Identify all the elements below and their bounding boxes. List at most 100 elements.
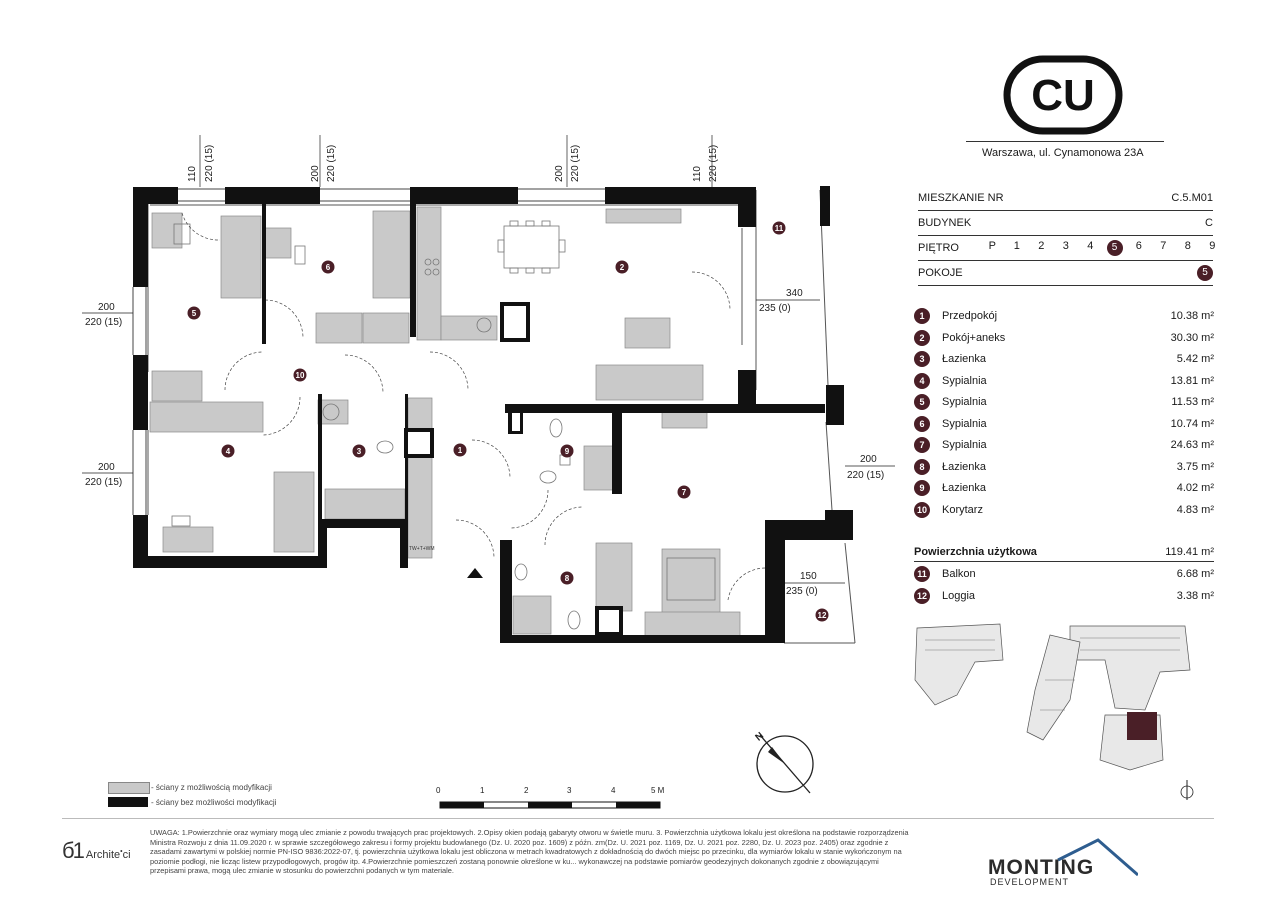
scale-tick-0: 0	[436, 786, 441, 795]
room-number: 2	[914, 329, 930, 346]
floor-6: 6	[1135, 240, 1142, 252]
dim-left-upper-a: 200	[98, 302, 115, 313]
svg-text:2: 2	[620, 263, 625, 272]
room-name: Przedpokój	[942, 310, 998, 322]
room-number: 9	[914, 480, 930, 496]
room-marker-3: 3	[352, 444, 366, 458]
room-area: 4.83 m²	[1176, 503, 1214, 516]
room-marker-1: 1	[453, 443, 467, 457]
svg-text:4: 4	[226, 447, 231, 456]
architect-mark-icon: б1	[62, 838, 85, 863]
dimension-ticks	[82, 135, 895, 584]
room-number: 7	[914, 437, 930, 453]
room-number: 4	[914, 372, 930, 389]
rooms-count-label: POKOJE	[918, 267, 963, 279]
developer-name: MONTING	[988, 856, 1095, 879]
address: Warszawa, ul. Cynamonowa 23A	[982, 147, 1144, 159]
room-name: Pokój+aneks	[942, 331, 1006, 344]
room-name: Korytarz	[942, 503, 983, 516]
svg-text:1: 1	[458, 446, 463, 455]
apartment-number-row: MIESZKANIE NR C.5.M01	[918, 186, 1213, 211]
floor-9: 9	[1209, 240, 1216, 252]
rooms-count-row: POKOJE 5	[918, 261, 1213, 286]
room-marker-8: 8	[560, 571, 574, 585]
room-marker-9: 9	[560, 444, 574, 458]
apartment-number-value: C.5.M01	[1171, 192, 1213, 204]
floor-4: 4	[1087, 240, 1094, 252]
room-row: 10 Korytarz 4.83 m²	[914, 500, 1214, 520]
door-swings	[181, 212, 767, 601]
dim-loggia-b: 235 (0)	[786, 586, 818, 597]
room-number: 3	[914, 351, 930, 367]
room-number: 6	[914, 415, 930, 432]
dim-top-1b: 220 (15)	[204, 145, 215, 182]
logo-underline	[966, 141, 1164, 142]
dim-top-3b: 220 (15)	[570, 145, 581, 182]
room-area: 10.38 m²	[1170, 310, 1214, 322]
room-area: 30.30 m²	[1170, 331, 1214, 344]
room-area: 24.63 m²	[1170, 439, 1214, 451]
room-name: Sypialnia	[942, 439, 987, 451]
room-marker-6: 6	[321, 260, 335, 274]
dim-left-lower-b: 220 (15)	[85, 477, 122, 488]
compass: N	[753, 730, 814, 794]
building-row: BUDYNEK C	[918, 211, 1213, 236]
dim-balcony-b: 235 (0)	[759, 303, 791, 314]
svg-text:9: 9	[565, 447, 570, 456]
room-number: 1	[914, 308, 930, 324]
room-name: Loggia	[942, 589, 976, 602]
room-marker-10: 10	[293, 368, 307, 382]
floor-P: P	[988, 240, 996, 252]
room-name: Łazienka	[942, 482, 987, 494]
svg-text:10: 10	[296, 371, 305, 380]
room-area: 13.81 m²	[1170, 374, 1214, 387]
svg-text:6: 6	[326, 263, 331, 272]
room-area: 11.53 m²	[1171, 396, 1214, 408]
scale-tick-4: 4	[611, 786, 616, 795]
rooms-count-value: 5	[1197, 265, 1213, 281]
furniture-outlines	[171, 220, 716, 630]
svg-text:8: 8	[565, 574, 570, 583]
room-name: Łazienka	[942, 460, 987, 473]
footer-divider	[62, 818, 1214, 819]
dim-top-2a: 200	[310, 165, 321, 182]
dim-top-1a: 110	[187, 166, 198, 182]
logo-text: CU	[1031, 71, 1095, 120]
scale-tick-1: 1	[480, 786, 485, 795]
room-marker-4: 4	[221, 444, 235, 458]
architect-name-tail: ci	[122, 849, 131, 861]
room-name: Sypialnia	[942, 374, 987, 387]
architect-name: Archite	[85, 849, 121, 861]
room-area: 3.75 m²	[1176, 460, 1214, 473]
wall-holes	[408, 306, 619, 632]
scale-tick-5: 5 M	[651, 786, 665, 795]
svg-text:11: 11	[775, 224, 784, 233]
legend-fixed: - ściany bez możliwości modyfikacji	[151, 798, 277, 807]
room-name: Sypialnia	[942, 396, 987, 408]
floor-1: 1	[1013, 240, 1020, 252]
room-number: 11	[914, 566, 930, 582]
room-number: 10	[914, 501, 930, 518]
disclaimer-note: UWAGA: 1.Powierzchnie oraz wymiary mogą …	[150, 828, 909, 876]
dim-left-lower-a: 200	[98, 462, 115, 473]
dim-top-2b: 220 (15)	[326, 145, 337, 182]
architect-logo: б1 Archite•ci	[62, 838, 131, 863]
dim-top-4a: 110	[692, 166, 703, 182]
scale-bar	[439, 801, 661, 809]
floor-plan: 110 220 (15) 200 220 (15) 200 220 (15) 1…	[82, 135, 895, 809]
room-area: 4.02 m²	[1176, 482, 1214, 494]
room-row: 2 Pokój+aneks 30.30 m²	[914, 328, 1214, 348]
usable-area-value: 119.41 m²	[1165, 546, 1214, 558]
svg-text:7: 7	[682, 488, 687, 497]
room-row: 4 Sypialnia 13.81 m²	[914, 371, 1214, 391]
room-name: Łazienka	[942, 353, 987, 365]
building-value: C	[1205, 217, 1213, 229]
usable-area-row: Powierzchnia użytkowa 119.41 m²	[914, 543, 1214, 562]
